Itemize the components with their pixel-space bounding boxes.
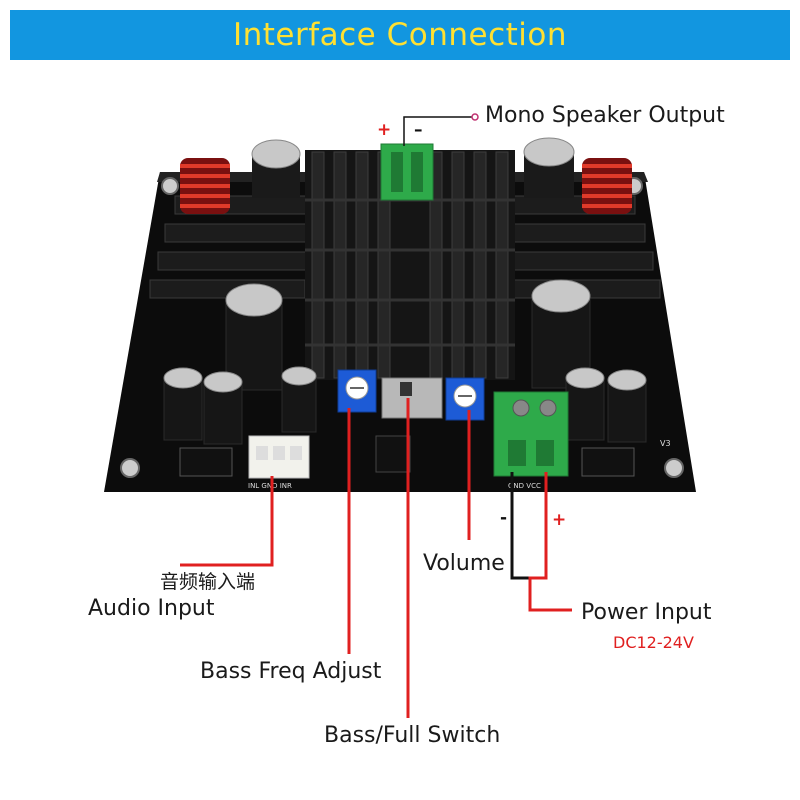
bass-full-switch xyxy=(381,377,443,419)
speaker-plus-mark: + xyxy=(377,120,392,140)
silkscreen-version: V3 xyxy=(660,439,671,448)
mount-hole xyxy=(161,177,179,195)
page-title: Interface Connection xyxy=(232,17,568,53)
inductor-right xyxy=(582,158,632,214)
power-vcc-leader xyxy=(528,472,572,612)
speaker-output-label: Mono Speaker Output xyxy=(485,103,725,128)
audio-input-cn-label: 音频输入端 xyxy=(160,571,256,593)
mount-hole xyxy=(120,458,140,478)
ic-chip xyxy=(581,447,635,477)
bass-freq-potentiometer xyxy=(337,369,377,413)
ic-chip xyxy=(375,435,411,473)
speaker-minus-mark: – xyxy=(414,120,423,140)
bass-freq-label: Bass Freq Adjust xyxy=(200,659,382,684)
ic-chip xyxy=(179,447,233,477)
power-voltage-label: DC12-24V xyxy=(613,633,694,652)
mount-hole xyxy=(664,458,684,478)
silkscreen-audio-pins: INL GND INR xyxy=(248,482,292,490)
audio-input-connector xyxy=(248,435,310,479)
speaker-output-leader xyxy=(403,116,473,146)
volume-potentiometer xyxy=(445,377,485,421)
audio-input-leader xyxy=(180,476,274,567)
header-banner: Interface Connection xyxy=(10,10,790,60)
power-plus-mark: + xyxy=(552,510,567,530)
capacitor-top-left xyxy=(251,139,301,198)
inductor-left xyxy=(180,158,230,214)
power-minus-mark: - xyxy=(500,508,508,528)
bass-switch-label: Bass/Full Switch xyxy=(324,723,501,748)
silkscreen-power-pins: GND VCC xyxy=(508,482,541,490)
volume-label: Volume xyxy=(423,551,505,576)
capacitor-top-right xyxy=(523,137,575,198)
power-terminal xyxy=(493,391,569,477)
speaker-output-leader-dot xyxy=(471,113,479,121)
speaker-terminal xyxy=(380,143,434,201)
audio-input-label: Audio Input xyxy=(88,596,215,621)
power-input-label: Power Input xyxy=(581,600,712,625)
